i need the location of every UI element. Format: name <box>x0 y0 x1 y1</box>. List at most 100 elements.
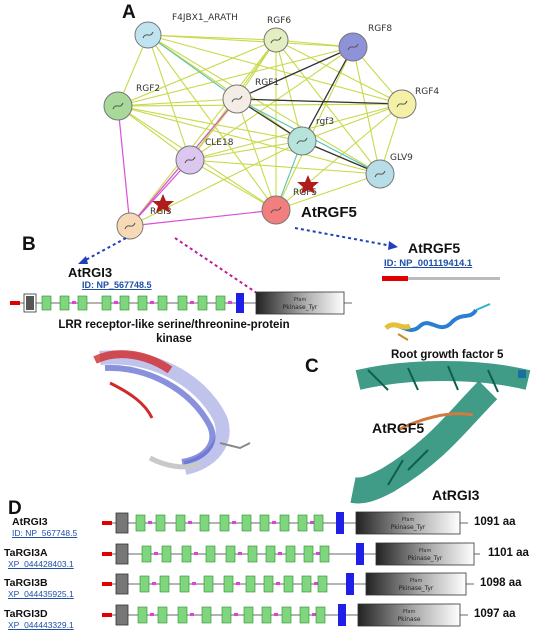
lrr-repeat <box>285 545 296 563</box>
protein-length: 1101 aa <box>488 547 529 559</box>
low-complexity-region <box>314 582 318 585</box>
low-complexity-region <box>316 552 320 555</box>
protein-length: 1091 aa <box>474 516 516 528</box>
lrr-repeat <box>157 606 168 624</box>
lrr-repeat <box>175 514 186 532</box>
signal-peptide <box>102 613 112 617</box>
pfam-label: Pfam <box>410 578 423 584</box>
kinase-domain <box>355 511 461 535</box>
node-label-rgf8: RGF8 <box>368 24 393 34</box>
lrr-repeat <box>315 606 326 624</box>
rgf5-panel-id[interactable]: ID: NP_001119414.1 <box>384 258 473 269</box>
node-label-glv9: GLV9 <box>390 153 413 163</box>
protein-accession-link[interactable]: ID: NP_567748.5 <box>12 528 78 538</box>
rgf5-domain-bar <box>382 276 500 281</box>
complex-label-rgf5: AtRGF5 <box>372 420 425 436</box>
lrr-repeat <box>263 575 274 593</box>
lrr-repeat <box>77 295 88 311</box>
low-complexity-region <box>274 613 278 616</box>
lrr-repeat <box>281 606 292 624</box>
panel-b-domain-map: Pfam Pkinase_Tyr <box>10 291 352 315</box>
lrr-repeat <box>225 545 236 563</box>
node-structure-glyph <box>270 36 282 44</box>
pfam-label: Pfam <box>419 548 432 554</box>
rgi3-structure-image <box>93 350 251 475</box>
lrr-repeat <box>317 575 328 593</box>
panel-b-letter: B <box>22 234 36 255</box>
lrr-nt-domain <box>115 512 129 534</box>
low-complexity-region <box>190 301 194 304</box>
lrr-repeat <box>181 545 192 563</box>
node-label-rgi3: RGI3 <box>150 207 172 217</box>
star-icon <box>152 194 174 213</box>
node-structure-glyph <box>112 102 124 110</box>
lrr-repeat <box>219 514 230 532</box>
protein-name: TaRGI3B <box>4 577 48 589</box>
lrr-repeat <box>205 545 216 563</box>
pfam-label: Pfam <box>403 609 416 615</box>
protein-accession-link[interactable]: XP_044443329.1 <box>8 620 74 630</box>
panel-b-description: LRR receptor-like serine/threonine-prote… <box>58 319 290 345</box>
signal-peptide <box>102 521 112 525</box>
tm-domain <box>336 512 344 534</box>
low-complexity-region <box>188 521 192 524</box>
lrr-repeat <box>297 514 308 532</box>
low-complexity-region <box>228 301 232 304</box>
node-label-cle18: CLE18 <box>205 138 234 148</box>
arrow-rgf5-to-rgf5panel <box>294 227 393 247</box>
node-label-rgf3: rgf3 <box>316 117 335 127</box>
low-complexity-region <box>152 582 156 585</box>
node-label-rgf4: RGF4 <box>415 87 440 97</box>
panel-b-protein-name: AtRGI3 <box>68 265 113 280</box>
network-nodes <box>103 21 417 240</box>
kinase-domain-label: Pkinase_Tyr <box>283 304 318 311</box>
low-complexity-region <box>310 521 314 524</box>
node-structure-glyph <box>142 31 154 39</box>
arrow-rgi3-to-b <box>81 237 127 263</box>
rgf5-caption: Root growth factor 5 <box>391 349 504 361</box>
low-complexity-region <box>148 521 152 524</box>
signal-peptide <box>102 552 112 556</box>
lrr-repeat <box>319 545 330 563</box>
kinase-domain-label: Pkinase_Tyr <box>399 585 434 592</box>
protein-name: TaRGI3A <box>4 547 48 559</box>
kinase-domain <box>375 542 475 566</box>
lrr-repeat <box>199 514 210 532</box>
low-complexity-region <box>194 552 198 555</box>
arrow-head-rgf5 <box>388 241 398 250</box>
lrr-repeat <box>141 545 152 563</box>
low-complexity-region <box>232 521 236 524</box>
low-complexity-region <box>238 552 242 555</box>
panel-d-letter: D <box>8 498 22 519</box>
protein-accession-link[interactable]: XP_044435925.1 <box>8 589 74 599</box>
node-structure-glyph <box>231 95 243 103</box>
low-complexity-region <box>236 582 240 585</box>
lrr-nt-domain <box>115 604 129 626</box>
lrr-repeat <box>299 606 310 624</box>
lrr-repeat <box>155 514 166 532</box>
low-complexity-region <box>192 582 196 585</box>
protein-accession-link[interactable]: XP_044428403.1 <box>8 559 74 569</box>
low-complexity-region <box>154 552 158 555</box>
low-complexity-region <box>278 552 282 555</box>
rgf5-panel-name: AtRGF5 <box>408 240 461 256</box>
low-complexity-region <box>272 521 276 524</box>
protein-name: TaRGI3D <box>4 608 48 620</box>
kinase-domain <box>365 572 467 596</box>
low-complexity-region <box>234 613 238 616</box>
lrr-nt-domain <box>115 573 129 595</box>
lrr-repeat <box>59 295 70 311</box>
low-complexity-region <box>150 613 154 616</box>
node-label-rgf1: RGF1 <box>255 78 280 88</box>
lrr-repeat <box>283 575 294 593</box>
star-icon <box>297 175 319 194</box>
signal-peptide <box>382 276 408 281</box>
panel-b-protein-id[interactable]: ID: NP_567748.5 <box>82 280 152 290</box>
lrr-repeat <box>265 545 276 563</box>
complex-label-rgi3: AtRGI3 <box>432 487 480 503</box>
lrr-repeat <box>179 575 190 593</box>
lrr-repeat <box>159 575 170 593</box>
lrr-repeat <box>241 514 252 532</box>
